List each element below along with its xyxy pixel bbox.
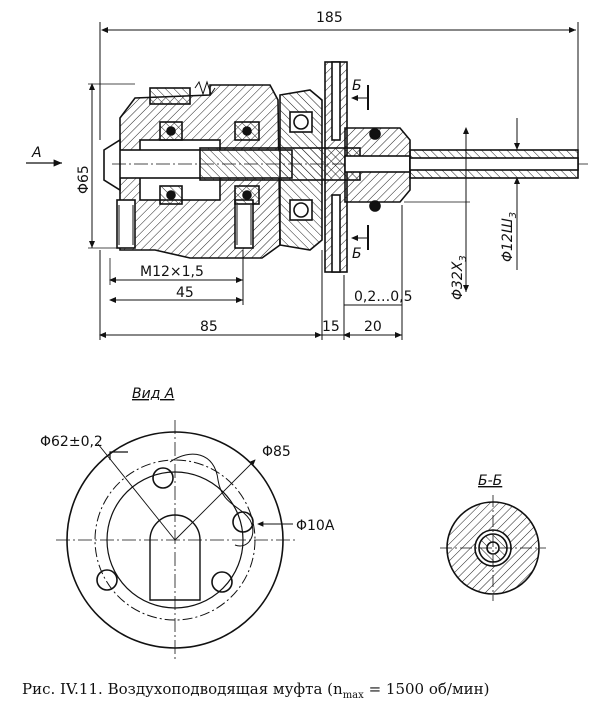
dia-32-text: Φ32X [450,261,466,300]
section-mark-top: Б [352,78,362,94]
caption-suffix: = 1500 об/мин) [368,680,490,698]
len-85-label: 85 [200,319,218,335]
dia-32-sub: 3 [458,255,469,261]
view-arrow-label: A [31,145,42,161]
section-mark-bottom: Б [352,246,362,262]
dia-10-label: Φ10А [296,518,335,534]
caption-text: Воздухоподводящая муфта (n [107,680,343,698]
figure-caption: Рис. IV.11. Воздухоподводящая муфта (nma… [22,680,592,701]
overall-length-label: 185 [316,10,343,26]
section-bb-title: Б-Б [478,473,502,489]
dia-32-label: Φ32X3 [450,255,469,300]
dia-12-sub: 3 [508,212,519,218]
dia-12-text: Φ12Ш [500,218,516,262]
len-45-label: 45 [176,285,194,301]
section-bb [440,495,546,601]
dia-62-label: Φ62±0,2 [40,434,103,450]
view-a [56,420,295,660]
main-section-view [26,22,590,340]
len-20-label: 20 [364,319,382,335]
caption-prefix: Рис. IV.11. [22,680,103,698]
gap-label: 0,2…0,5 [354,289,413,305]
dia-85-label: Φ85 [262,444,291,460]
caption-sub: max [342,690,364,701]
view-a-title: Вид А [132,386,174,402]
len-15-label: 15 [322,319,340,335]
thread-label: M12×1,5 [140,264,204,280]
dia-12-label: Φ12Ш3 [500,212,519,262]
dia-65-label: Φ65 [76,165,92,194]
